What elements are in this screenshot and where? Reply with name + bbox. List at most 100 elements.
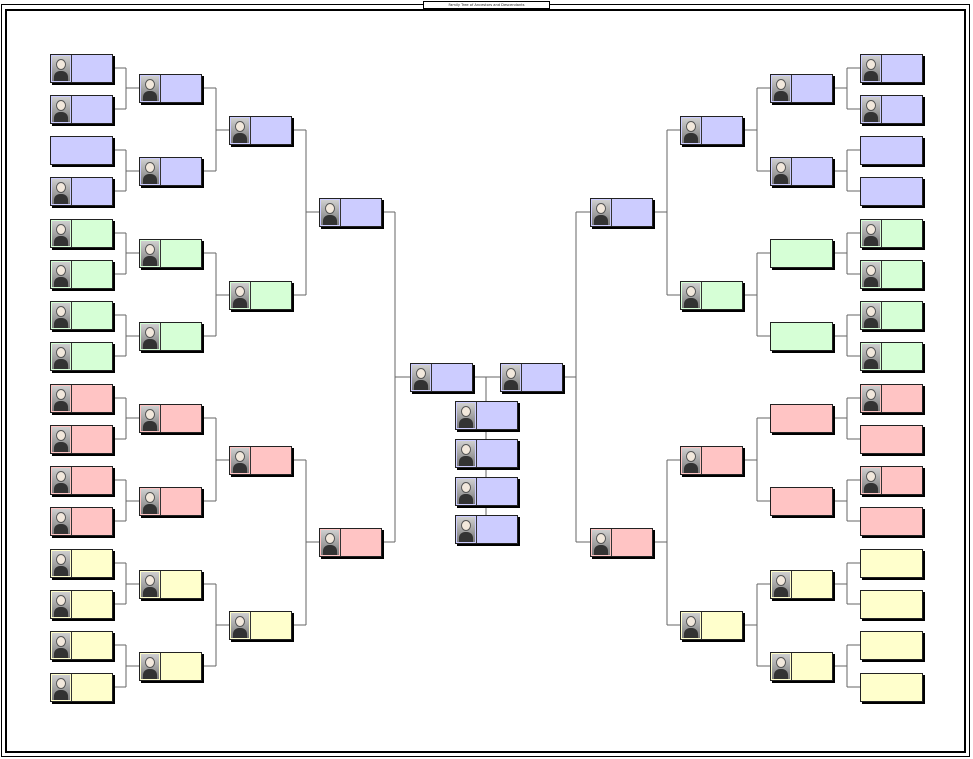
person-card-l3[interactable] — [50, 136, 113, 165]
person-card-r16[interactable] — [860, 673, 923, 702]
person-card-l4[interactable] — [50, 177, 113, 206]
person-card-r25[interactable] — [680, 116, 743, 145]
person-card-l12[interactable] — [50, 507, 113, 536]
person-details — [73, 551, 111, 576]
card-divider — [160, 405, 161, 432]
person-details — [883, 344, 921, 369]
card-divider — [71, 385, 72, 412]
card-divider — [160, 571, 161, 598]
person-card-r13[interactable] — [860, 549, 923, 578]
person-card-l5[interactable] — [50, 219, 113, 248]
person-card-r30[interactable] — [590, 528, 653, 557]
person-card-l27[interactable] — [229, 446, 292, 475]
person-card-r17[interactable] — [770, 74, 833, 103]
person-card-r15[interactable] — [860, 631, 923, 660]
person-card-l24[interactable] — [139, 652, 202, 681]
person-card-r6[interactable] — [860, 260, 923, 289]
person-card-l17[interactable] — [139, 74, 202, 103]
person-card-r12[interactable] — [860, 507, 923, 536]
person-card-r7[interactable] — [860, 301, 923, 330]
person-details — [73, 344, 111, 369]
person-card-r4[interactable] — [860, 177, 923, 206]
person-details — [478, 479, 516, 504]
person-details — [863, 509, 921, 534]
person-card-l7[interactable] — [50, 301, 113, 330]
card-divider — [881, 467, 882, 494]
person-details — [773, 406, 831, 431]
person-card-c2[interactable] — [500, 363, 563, 392]
person-card-c5[interactable] — [455, 477, 518, 506]
person-card-r8[interactable] — [860, 342, 923, 371]
person-photo-icon — [321, 200, 339, 225]
person-card-r18[interactable] — [770, 157, 833, 186]
person-card-r9[interactable] — [860, 384, 923, 413]
card-divider — [160, 75, 161, 102]
person-card-l21[interactable] — [139, 404, 202, 433]
person-card-r24[interactable] — [770, 652, 833, 681]
person-card-l20[interactable] — [139, 322, 202, 351]
person-details — [53, 138, 111, 163]
person-details — [73, 386, 111, 411]
person-details — [863, 592, 921, 617]
person-photo-icon — [231, 448, 249, 473]
card-divider — [71, 467, 72, 494]
person-card-l2[interactable] — [50, 95, 113, 124]
card-divider — [71, 426, 72, 453]
person-card-r26[interactable] — [680, 281, 743, 310]
person-photo-icon — [52, 56, 70, 81]
person-card-c4[interactable] — [455, 439, 518, 468]
person-photo-icon — [52, 468, 70, 493]
person-card-r14[interactable] — [860, 590, 923, 619]
person-card-r27[interactable] — [680, 446, 743, 475]
person-card-r1[interactable] — [860, 54, 923, 83]
person-card-l18[interactable] — [139, 157, 202, 186]
person-card-r23[interactable] — [770, 570, 833, 599]
person-card-l6[interactable] — [50, 260, 113, 289]
person-card-r20[interactable] — [770, 322, 833, 351]
person-card-r28[interactable] — [680, 611, 743, 640]
person-card-r22[interactable] — [770, 487, 833, 516]
person-card-c3[interactable] — [455, 401, 518, 430]
person-card-l13[interactable] — [50, 549, 113, 578]
person-photo-icon — [682, 118, 700, 143]
person-card-l22[interactable] — [139, 487, 202, 516]
person-card-l26[interactable] — [229, 281, 292, 310]
person-details — [703, 613, 741, 638]
person-photo-icon — [862, 56, 880, 81]
person-photo-icon — [862, 221, 880, 246]
person-card-l30[interactable] — [319, 528, 382, 557]
person-card-l10[interactable] — [50, 425, 113, 454]
card-divider — [250, 447, 251, 474]
person-card-l14[interactable] — [50, 590, 113, 619]
person-card-r2[interactable] — [860, 95, 923, 124]
person-card-l1[interactable] — [50, 54, 113, 83]
person-card-l15[interactable] — [50, 631, 113, 660]
person-card-l23[interactable] — [139, 570, 202, 599]
person-card-r11[interactable] — [860, 466, 923, 495]
person-card-l29[interactable] — [319, 198, 382, 227]
person-details — [73, 97, 111, 122]
person-card-l28[interactable] — [229, 611, 292, 640]
person-card-r5[interactable] — [860, 219, 923, 248]
person-card-r10[interactable] — [860, 425, 923, 454]
card-divider — [881, 343, 882, 370]
card-divider — [160, 158, 161, 185]
person-card-l9[interactable] — [50, 384, 113, 413]
card-divider — [881, 55, 882, 82]
person-card-l16[interactable] — [50, 673, 113, 702]
person-details — [773, 241, 831, 266]
person-card-r3[interactable] — [860, 136, 923, 165]
person-card-r19[interactable] — [770, 239, 833, 268]
person-card-r21[interactable] — [770, 404, 833, 433]
person-details — [162, 324, 200, 349]
person-card-c6[interactable] — [455, 515, 518, 544]
person-card-l8[interactable] — [50, 342, 113, 371]
person-details — [883, 97, 921, 122]
person-card-c1[interactable] — [410, 363, 473, 392]
person-card-r29[interactable] — [590, 198, 653, 227]
person-card-l11[interactable] — [50, 466, 113, 495]
person-card-l25[interactable] — [229, 116, 292, 145]
person-card-l19[interactable] — [139, 239, 202, 268]
person-photo-icon — [592, 530, 610, 555]
